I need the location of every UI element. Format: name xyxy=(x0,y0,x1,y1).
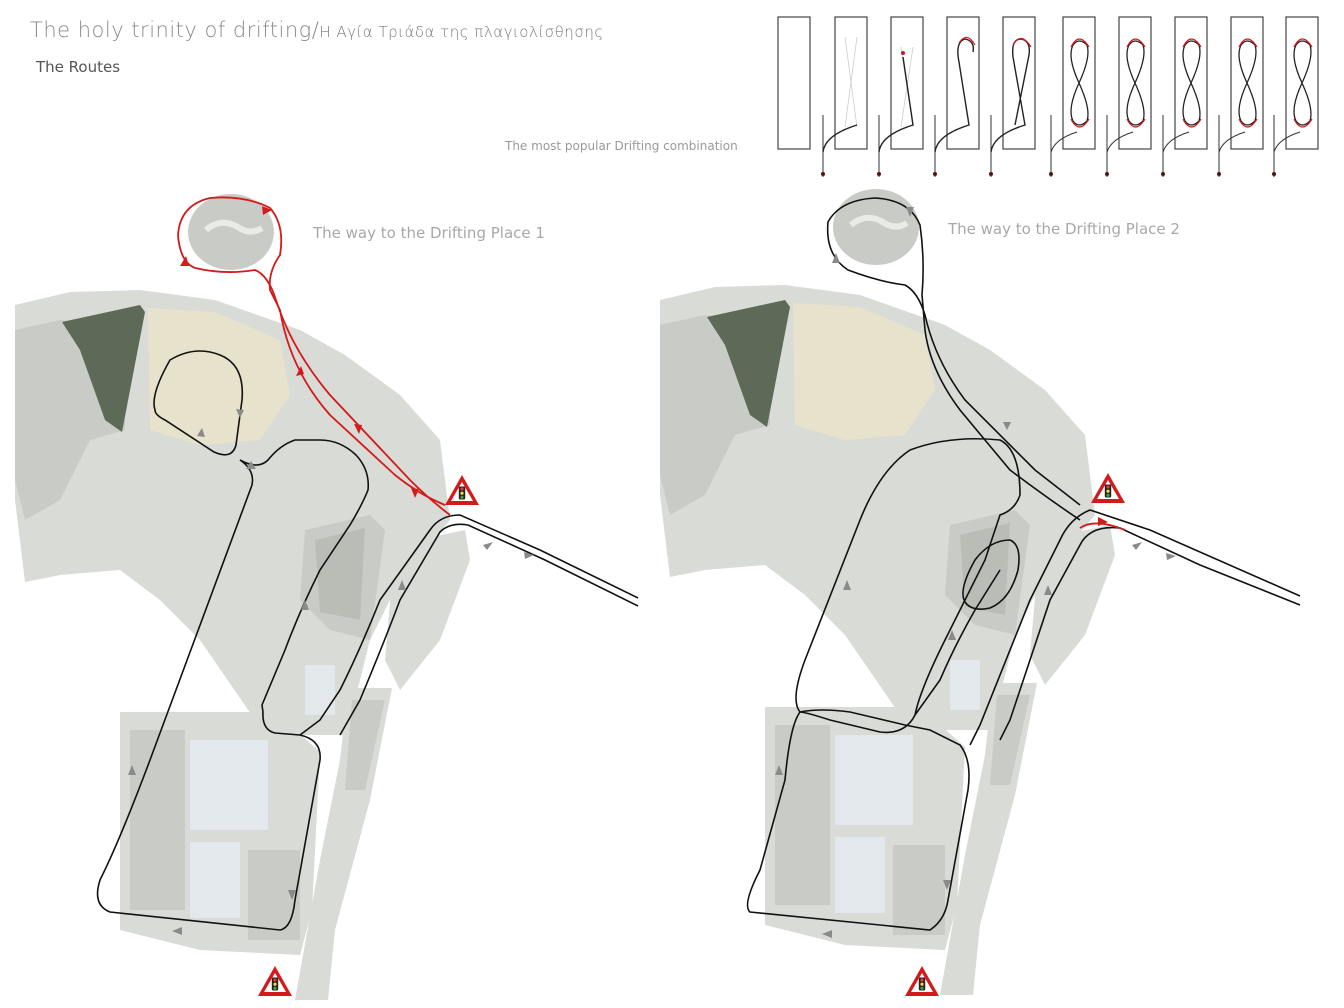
title-english: The holy trinity of drifting/ xyxy=(30,18,320,42)
page-subtitle: The Routes xyxy=(36,58,121,76)
map1-route-main-loop xyxy=(96,439,370,931)
page-title: The holy trinity of drifting/Η Αγία Τριά… xyxy=(30,18,604,42)
map1-route-field-loop xyxy=(153,350,244,456)
map2-route-road-east-lane2 xyxy=(969,509,1301,746)
diagram-panel xyxy=(821,16,868,177)
map1-route-road-east xyxy=(299,514,639,736)
map1 xyxy=(15,194,639,1000)
map1-traffic-light-sign-top xyxy=(445,475,479,505)
map2-grey-arrows xyxy=(775,207,1176,938)
title-greek: Η Αγία Τριάδα της πλαγιολίσθησης xyxy=(319,23,604,41)
diagram-panel xyxy=(1049,16,1096,177)
map1-red-arrows xyxy=(180,206,419,498)
map2-route-lower-loop xyxy=(746,709,970,931)
diagram-caption: The most popular Drifting combination xyxy=(505,139,738,153)
map1-route-road-east-lane2 xyxy=(339,523,639,736)
diagram-panel xyxy=(877,16,924,177)
diagram-panel xyxy=(933,16,980,177)
diagram-panel xyxy=(1105,16,1152,177)
map2-traffic-light-sign-bottom xyxy=(905,966,939,996)
diagram-panel xyxy=(1217,16,1264,177)
map2-route-road-north xyxy=(826,197,1081,521)
diagram-panel xyxy=(1272,16,1319,177)
map1-traffic-light-sign-bottom xyxy=(258,966,292,996)
diagram-panel xyxy=(777,16,811,150)
map2-route-parking-link xyxy=(914,569,1001,716)
map2-traffic-light-sign-top xyxy=(1091,473,1125,503)
map1-label: The way to the Drifting Place 1 xyxy=(313,224,545,242)
drift-combination-diagrams xyxy=(777,16,1319,177)
map1-grey-arrows xyxy=(128,409,534,935)
map2 xyxy=(660,189,1301,996)
map1-route-red-return xyxy=(194,267,451,516)
map2-route-parking-loop xyxy=(962,539,1020,610)
map1-route-red-loop xyxy=(177,196,446,506)
diagram-panel xyxy=(1161,16,1208,177)
map2-route-outer-loop xyxy=(795,437,1021,734)
map2-label: The way to the Drifting Place 2 xyxy=(948,220,1180,238)
diagram-panel xyxy=(989,16,1036,177)
map2-red-arrows xyxy=(1098,517,1108,526)
